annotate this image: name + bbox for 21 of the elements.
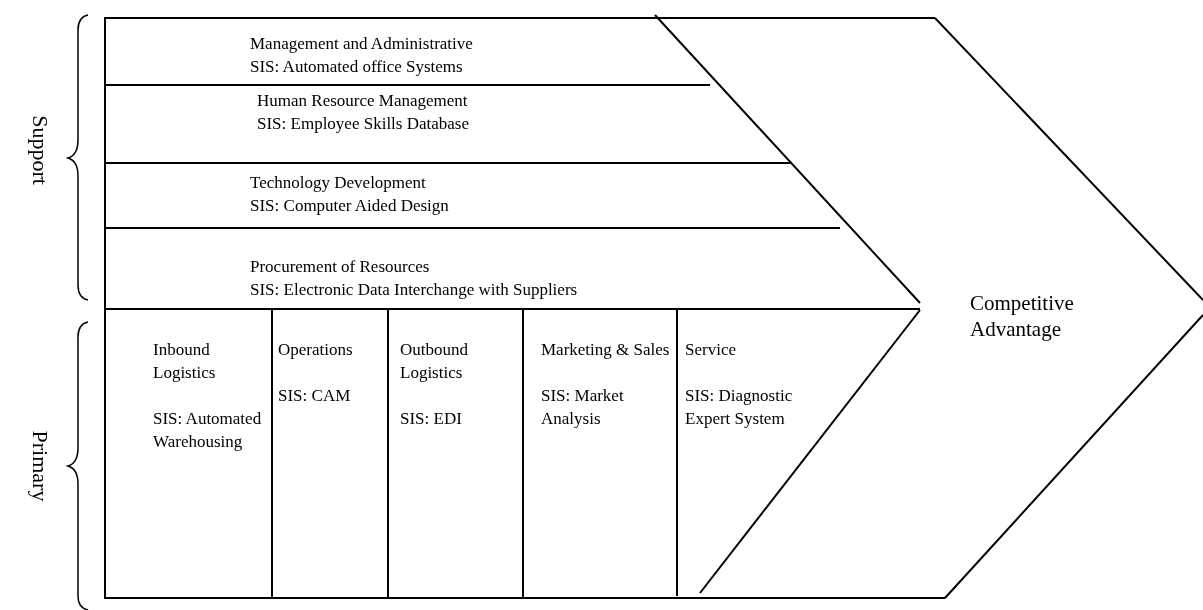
group-label: Support [26, 115, 53, 185]
system-description: SIS: Diagnostic Expert System [685, 385, 794, 430]
activity-heading: Inbound Logistics [153, 339, 217, 384]
system-description: SIS: CAM [278, 385, 352, 407]
activity-heading: Procurement of Resources [250, 256, 431, 278]
system-description: SIS: Automated office Systems [250, 56, 464, 78]
activity-heading: Outbound Logistics [400, 339, 469, 384]
system-description: SIS: EDI [400, 408, 463, 430]
system-description: SIS: Employee Skills Database [257, 113, 470, 135]
activity-heading: Management and Administrative [250, 33, 474, 55]
activity-heading: Human Resource Management [257, 90, 469, 112]
activity-heading: Technology Development [250, 172, 427, 194]
system-description: SIS: Automated Warehousing [153, 408, 263, 453]
activity-heading: Service [685, 339, 737, 361]
activity-heading: Marketing & Sales [541, 339, 671, 361]
system-description: SIS: Computer Aided Design [250, 195, 450, 217]
activity-heading: Operations [278, 339, 354, 361]
group-label: Primary [26, 430, 53, 502]
system-description: SIS: Electronic Data Interchange with Suppliers [250, 279, 579, 301]
outcome-label: Competitive Advantage [970, 290, 1075, 342]
system-description: SIS: Market Analysis [541, 385, 625, 430]
